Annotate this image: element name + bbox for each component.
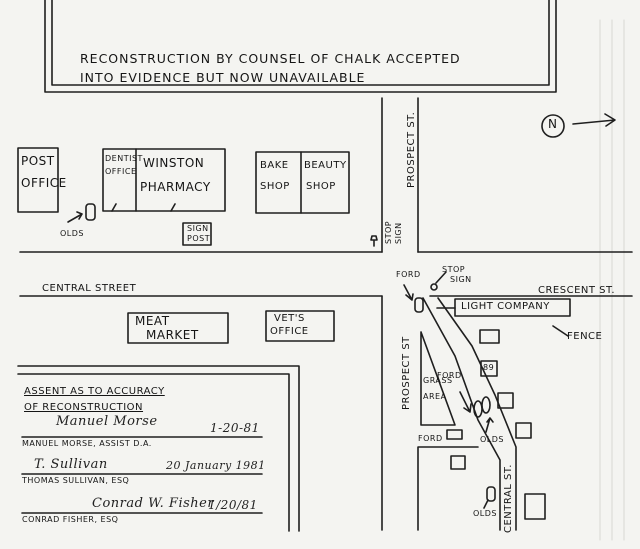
stop-sign-lower [430, 283, 438, 291]
crescent-st-label: CRESCENT ST. [538, 285, 616, 296]
attestation-frame [17, 365, 300, 532]
building-east-2 [497, 392, 514, 409]
sign-post-label-1: SIGN [187, 224, 209, 233]
olds-middle-label: OLDS [480, 435, 504, 444]
vets-office-outline [265, 310, 335, 342]
ford-car-lower [446, 429, 463, 440]
grass-area-label-2: AREA [423, 392, 447, 401]
grass-triangle [420, 331, 456, 426]
ford-lower-label: FORD [418, 434, 443, 443]
fence-line [552, 325, 569, 337]
post-office-label-2: OFFICE [21, 176, 67, 190]
bake-beauty-outline [255, 151, 350, 214]
stop-sign-upper-label-1: STOP [384, 220, 393, 244]
bake-shop-label-2: SHOP [260, 181, 290, 192]
dentist-pharmacy-outline [102, 148, 226, 212]
vets-office-label-2: OFFICE [270, 326, 309, 337]
north-label: N [548, 117, 558, 131]
dentist-label-1: DENTIST [105, 154, 143, 163]
meat-market-label-2: MARKET [146, 328, 199, 342]
ford-grass-label: FORD [437, 371, 462, 380]
grass-arrow [459, 391, 472, 413]
attestation-frame-inner [17, 373, 290, 532]
pharmacy-label-1: WINSTON [143, 156, 205, 170]
prospect-st-north-label: PROSPECT ST. [406, 111, 417, 188]
sign-post-label-2: POST [187, 234, 211, 243]
central-st-south-west-edge [422, 297, 501, 531]
signer-2-name: THOMAS SULLIVAN, ESQ [22, 476, 130, 485]
stop-sign-upper-post [370, 235, 378, 247]
olds-arrow-bottom [483, 499, 489, 509]
building-south [450, 455, 466, 470]
caption-line-2: INTO EVIDENCE BUT NOW UNAVAILABLE [80, 70, 366, 85]
beauty-shop-label-1: BEAUTY [304, 160, 347, 171]
signature-1: Manuel Morse [56, 414, 158, 429]
ford-car-grass [473, 400, 483, 418]
meat-market-label-1: MEAT [135, 314, 170, 328]
olds-car-bottom [486, 486, 496, 502]
caption-frame-inner [51, 0, 550, 86]
pharmacy-label-2: PHARMACY [140, 180, 211, 194]
post-office-outline [17, 147, 59, 213]
central-st-south-east-edge [437, 297, 517, 531]
caption-line-1: RECONSTRUCTION BY COUNSEL OF CHALK ACCEP… [80, 51, 461, 66]
olds-left-label: OLDS [60, 229, 84, 238]
central-street-label: CENTRAL STREET [42, 283, 137, 294]
post-office-label-1: POST [21, 154, 55, 168]
signature-1-date: 1-20-81 [210, 421, 260, 435]
building-east-1 [479, 329, 500, 344]
ford-top-label: FORD [396, 270, 421, 279]
signature-3-date: 1/20/81 [208, 498, 258, 512]
bake-shop-label-1: BAKE [260, 160, 289, 171]
ford-arrow-top [403, 284, 414, 301]
north-arrow [572, 113, 616, 127]
light-company-label: LIGHT COMPANY [461, 301, 550, 312]
prospect-st-south-label: PROSPECT ST [401, 336, 412, 410]
signature-2: T. Sullivan [34, 457, 108, 472]
signature-3: Conrad W. Fisher [92, 496, 215, 511]
olds-arrow-middle [485, 417, 494, 433]
stop-sign-upper-label-2: SIGN [394, 222, 403, 244]
stop-sign-lower-arrow [435, 271, 447, 284]
olds-car-left [85, 203, 96, 221]
signer-1-name: MANUEL MORSE, ASSIST D.A. [22, 439, 152, 448]
scan-artifact [599, 19, 625, 541]
central-st-south-label: CENTRAL ST. [503, 464, 514, 533]
stop-sign-lower-label-2: SIGN [450, 275, 472, 284]
olds-arrow-left [67, 211, 83, 223]
lower-lot-edge [417, 446, 479, 531]
signature-2-date: 20 January 1981 [166, 459, 266, 472]
box-89-label: 89 [483, 363, 495, 372]
attestation-heading-1: ASSENT AS TO ACCURACY [24, 386, 165, 397]
pharmacy-ticks [111, 203, 176, 212]
olds-bottom-label: OLDS [473, 509, 497, 518]
north-circle [541, 114, 565, 138]
sign-post-outline [182, 222, 212, 246]
stop-sign-lower-label-1: STOP [442, 265, 466, 274]
dentist-label-2: OFFICE [105, 167, 137, 176]
signer-3-name: CONRAD FISHER, ESQ [22, 515, 119, 524]
building-east-3 [515, 422, 532, 439]
grass-area-label-1: GRASS [423, 376, 453, 385]
building-89 [480, 360, 498, 377]
beauty-shop-label-2: SHOP [306, 181, 336, 192]
ford-car-top [414, 297, 424, 313]
building-east-4 [524, 493, 546, 520]
vets-office-label-1: VET'S [274, 313, 305, 324]
ford-car-grass-2 [481, 396, 491, 414]
meat-market-outline [127, 312, 229, 344]
fence-label: FENCE [567, 331, 603, 342]
caption-frame [44, 0, 557, 93]
attestation-heading-2: OF RECONSTRUCTION [24, 402, 144, 413]
